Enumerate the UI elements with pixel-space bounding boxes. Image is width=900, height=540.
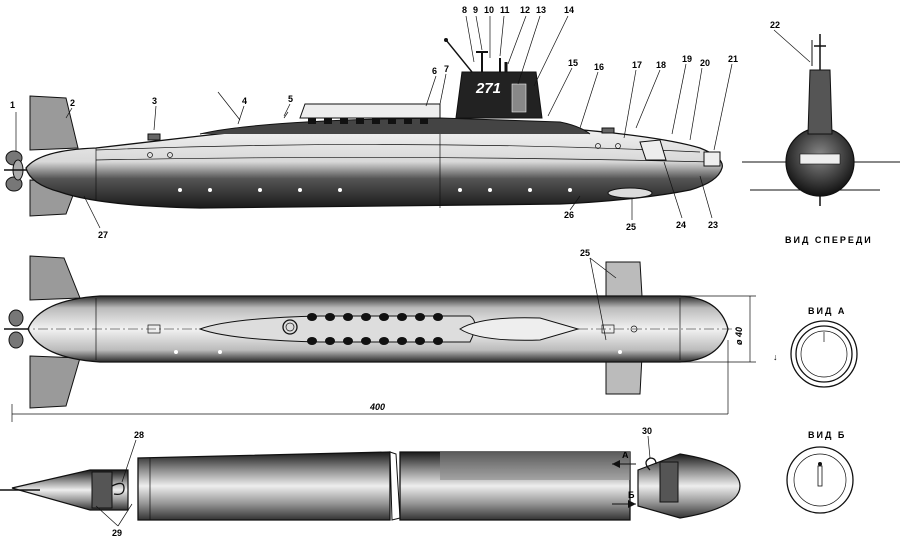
front-view-caption: ВИД СПЕРЕДИ [785,235,873,245]
view-b-caption: ВИД Б [808,430,846,440]
part-label: 26 [564,210,574,220]
plan-missile-hatches [307,313,443,345]
part-label: 17 [632,60,642,70]
periscope-masts [444,38,508,73]
part-label: 10 [484,5,494,15]
view-b: ВИД Б [786,430,854,514]
upper-rudder [29,95,79,151]
missile-deck [299,103,441,119]
part-label: 7 [444,64,449,74]
leader-lines [15,15,811,527]
view-a: ВИД А ↓ [773,306,858,388]
side-view: 2 7 1 [4,38,723,217]
missile-hatches [308,118,428,124]
hull-number: 271 [475,80,501,97]
hull-tube-aft [137,451,391,521]
part-labels: 1 2 3 4 5 6 7 8 9 10 11 12 13 14 15 16 1… [10,5,780,538]
propeller-icon [4,150,28,192]
plan-upper-fin [29,255,81,301]
sonar-window [639,139,667,161]
hull-number-plate [472,76,508,96]
part-label: 23 [708,220,718,230]
part-label: 25 [580,248,590,258]
part-label: 22 [770,20,780,30]
plan-upper-hydroplane [605,261,643,297]
part-label: 11 [500,5,510,15]
part-label: 14 [564,5,574,15]
part-label: 5 [288,94,293,104]
part-label: 19 [682,54,692,64]
part-label: 18 [656,60,666,70]
part-label: 2 [70,98,75,108]
arrow-a-label: А [622,450,629,460]
plan-propeller-icon [4,309,28,349]
part-label: 27 [98,230,108,240]
part-label: 29 [112,528,122,538]
length-dimension: 400 [369,402,385,412]
plan-lower-fin [29,355,81,409]
deck-casing [199,117,591,135]
front-sail [807,69,833,135]
part-label: 9 [473,5,478,15]
part-label: 28 [134,430,144,440]
diameter-dimension: ø 40 [734,327,744,345]
part-label: 15 [568,58,578,68]
plan-view: ø 40 400 [4,255,756,422]
part-label: 4 [242,96,247,106]
bow-cap [637,453,741,519]
view-a-caption: ВИД А [808,306,846,316]
part-label: 30 [642,426,652,436]
part-label: 6 [432,66,437,76]
part-label: 13 [536,5,546,15]
part-label: 16 [594,62,604,72]
side-portholes [147,143,621,192]
front-view: ВИД СПЕРЕДИ [742,34,900,245]
part-label: 1 [10,100,15,110]
arrow-b-label: Б [628,490,635,500]
part-label: 3 [152,96,157,106]
part-label: 8 [462,5,467,15]
part-label: 21 [728,54,738,64]
side-arrow-mark: ↓ [773,352,778,362]
part-label: 20 [700,58,710,68]
part-label: 25 [626,222,636,232]
part-label: 24 [676,220,686,230]
construction-section: А Б [0,450,741,521]
plan-sail [459,317,580,341]
part-label: 12 [520,5,530,15]
